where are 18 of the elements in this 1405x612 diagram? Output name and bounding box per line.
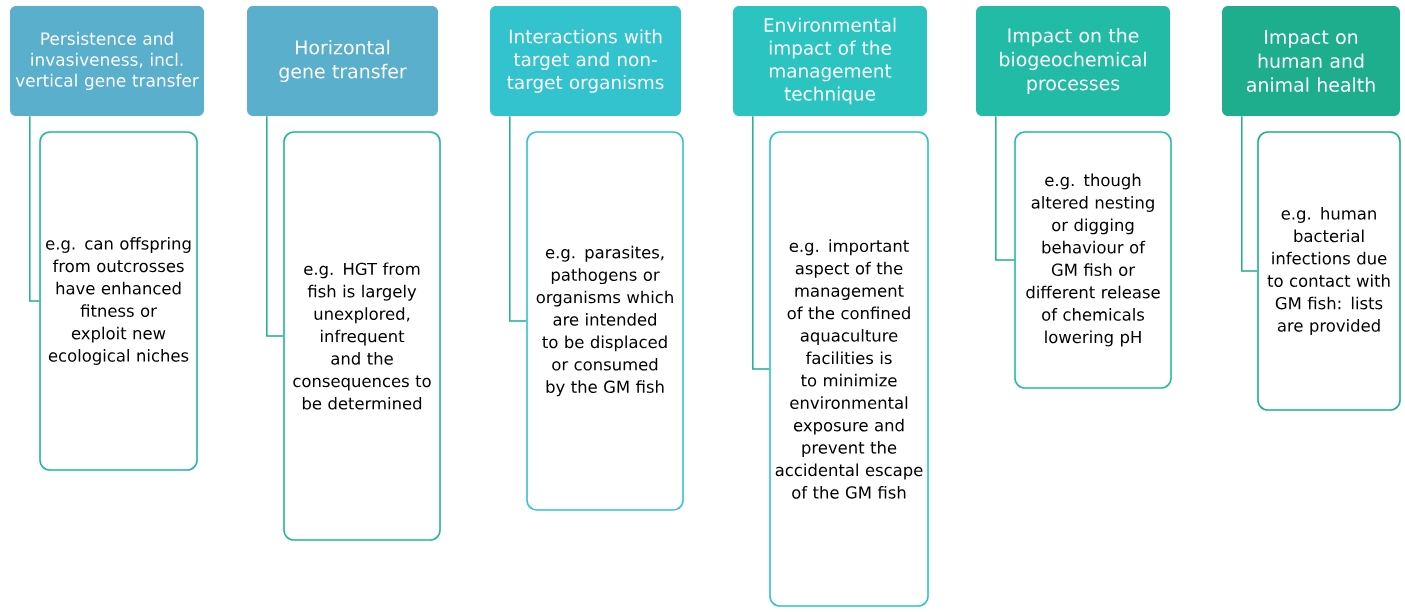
header-box: Impact on the biogeochemical processes: [976, 6, 1170, 116]
connector-line: [752, 115, 770, 370]
connector-line: [29, 115, 40, 302]
connector-line: [266, 115, 284, 337]
connector-line: [995, 115, 1015, 261]
header-box: Environmental impact of the management technique: [733, 6, 927, 116]
detail-box: e.g. though altered nesting or digging behaviour of GM fish or different release of chemicals lowering pH: [1014, 131, 1172, 389]
header-box: Horizontal gene transfer: [247, 6, 438, 116]
header-box: Persistence and invasiveness, incl. vertical gene transfer: [10, 6, 204, 116]
detail-box: e.g. important aspect of the management of the confined aquaculture facilities is to minimize environmental exposure and prevent the accidental escape of the GM fish: [769, 131, 929, 607]
header-box: Impact on human and animal health: [1222, 6, 1400, 116]
connector-line: [509, 115, 527, 322]
detail-box: e.g. human bacterial infections due to contact with GM fish: lists are provided: [1257, 131, 1401, 411]
detail-box: e.g. HGT from fish is largely unexplored, infrequent and the consequences to be determined: [283, 131, 441, 541]
detail-box: e.g. parasites, pathogens or organisms which are intended to be displaced or consumed by the GM fish: [526, 131, 684, 511]
header-box: Interactions with target and non-target organisms: [490, 6, 681, 116]
detail-box: e.g. can offspring from outcrosses have enhanced fitness or exploit new ecological niches: [39, 131, 198, 471]
connector-line: [1241, 115, 1258, 272]
